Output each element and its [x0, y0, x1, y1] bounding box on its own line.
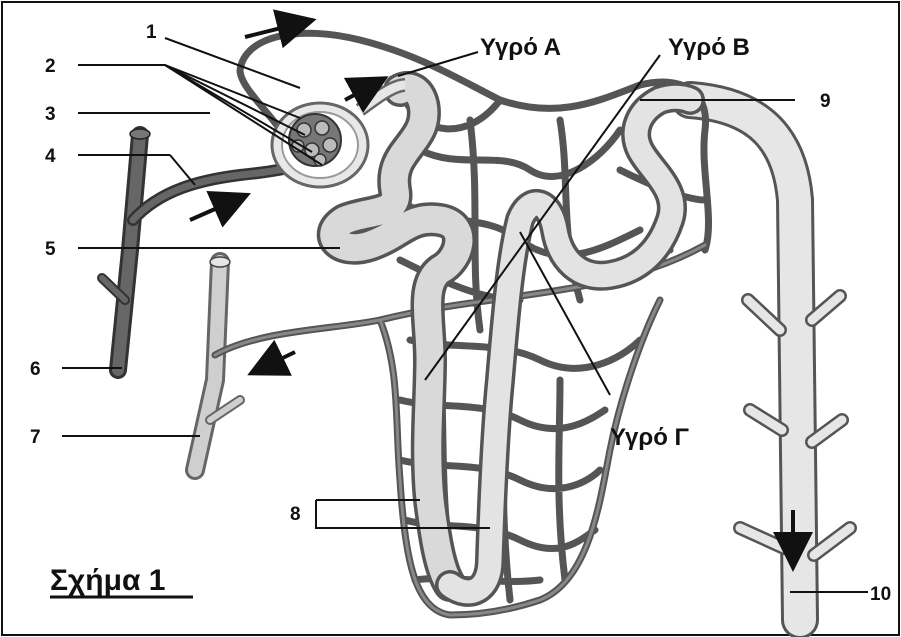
label-fluid-a: Υγρό Α: [480, 34, 561, 61]
label-4: 4: [45, 146, 56, 167]
label-6: 6: [30, 359, 41, 380]
label-1: 1: [146, 22, 157, 43]
label-2: 2: [45, 56, 56, 77]
label-10: 10: [870, 584, 891, 605]
label-fluid-b: Υγρό Β: [668, 34, 750, 61]
label-5: 5: [45, 239, 56, 260]
label-3: 3: [45, 104, 56, 125]
figure-caption: Σχήμα 1: [50, 564, 165, 597]
label-fluid-g: Υγρό Γ: [610, 424, 690, 451]
label-9: 9: [820, 91, 831, 112]
glomerulus: [289, 114, 341, 166]
label-8: 8: [290, 504, 301, 525]
label-7: 7: [30, 427, 41, 448]
